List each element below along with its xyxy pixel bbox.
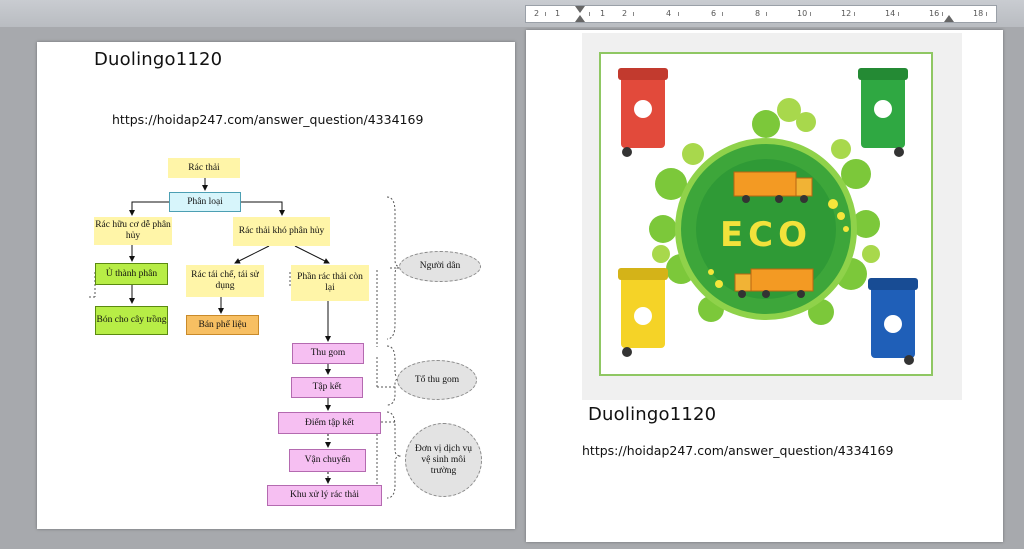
truck-icon xyxy=(733,171,813,203)
document-page-left[interactable]: Duolingo1120 https://hoidap247.com/answe… xyxy=(37,42,515,529)
ruler-number: 2 xyxy=(534,9,540,18)
group-label-don-vi: Đơn vị dịch vụ vệ sinh môi trường xyxy=(405,423,482,497)
ruler-number: 1 xyxy=(600,9,606,18)
ruler-number: 6 xyxy=(711,9,717,18)
eco-illustration[interactable]: ECO xyxy=(582,33,962,400)
blue-bin-icon xyxy=(868,278,918,365)
right-indent-marker[interactable] xyxy=(944,15,954,22)
ruler-number: 2 xyxy=(622,9,628,18)
document-page-right[interactable]: ECO xyxy=(526,30,1003,542)
flow-node-van-chuyen: Vận chuyển xyxy=(289,449,366,472)
ruler-number: 10 xyxy=(797,9,808,18)
ruler-number: 12 xyxy=(841,9,852,18)
green-bin-icon xyxy=(858,68,908,157)
flow-node-phan-con-lai: Phần rác thải còn lại xyxy=(291,265,369,301)
ruler-number: 14 xyxy=(885,9,896,18)
source-url: https://hoidap247.com/answer_question/43… xyxy=(112,112,424,127)
ruler-number: 8 xyxy=(755,9,761,18)
ruler-number: 18 xyxy=(973,9,984,18)
flow-node-ban-phe-lieu: Bán phế liệu xyxy=(186,315,259,335)
flow-node-u-thanh-phan: Ủ thành phân xyxy=(95,263,168,285)
flow-node-tai-che: Rác tái chế, tái sử dụng xyxy=(186,265,264,297)
flow-node-khu-xu-ly: Khu xử lý rác thải xyxy=(267,485,382,506)
truck-icon xyxy=(734,268,814,298)
group-label-to-thu-gom: Tổ thu gom xyxy=(397,360,477,400)
flow-node-tap-ket: Tập kết xyxy=(291,377,363,398)
yellow-bin-icon xyxy=(618,268,668,357)
page-title: Duolingo1120 xyxy=(94,49,223,70)
eco-label: ECO xyxy=(720,215,812,255)
red-bin-icon xyxy=(618,68,668,157)
flow-node-bon-cay: Bón cho cây trồng xyxy=(95,306,168,335)
horizontal-ruler[interactable]: 2 1 1 2 4 6 8 10 12 14 16 18 xyxy=(525,5,997,23)
flow-node-huu-co: Rác hữu cơ dễ phân hủy xyxy=(94,217,172,245)
ruler-number: 1 xyxy=(555,9,561,18)
flow-node-phan-loai: Phân loại xyxy=(169,192,241,212)
flow-node-rac-thai: Rác thải xyxy=(168,158,240,178)
first-line-indent-marker[interactable] xyxy=(575,6,585,13)
group-label-nguoi-dan: Người dân xyxy=(399,251,481,282)
page-title: Duolingo1120 xyxy=(588,404,717,425)
ruler-number: 16 xyxy=(929,9,940,18)
flow-node-diem-tap-ket: Điểm tập kết xyxy=(278,412,381,434)
eco-graphic: ECO xyxy=(618,68,918,365)
flow-node-thu-gom: Thu gom xyxy=(292,343,364,364)
source-url: https://hoidap247.com/answer_question/43… xyxy=(582,443,894,458)
flow-node-kho-phan-huy: Rác thải khó phân hủy xyxy=(233,217,330,246)
hanging-indent-marker[interactable] xyxy=(575,15,585,22)
ruler-number: 4 xyxy=(666,9,672,18)
